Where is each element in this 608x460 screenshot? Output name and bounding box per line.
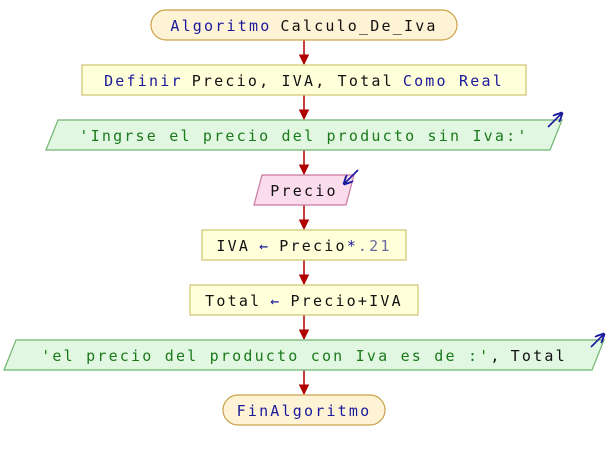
assign-iva-process[interactable]: IVA←Precio*.21 <box>201 229 407 261</box>
end-terminal[interactable]: FinAlgoritmo <box>222 394 386 426</box>
output2-label: 'el precio del producto con Iva es de :'… <box>41 347 567 365</box>
input-label: Precio <box>270 182 337 200</box>
output-parallelogram-2[interactable]: 'el precio del producto con Iva es de :'… <box>3 334 604 371</box>
end-label: FinAlgoritmo <box>237 402 372 420</box>
output-arrow-icon <box>590 334 604 348</box>
input-arrow-icon <box>344 169 359 184</box>
assign-iva-label: IVA←Precio*.21 <box>216 237 391 255</box>
output-parallelogram-1[interactable]: 'Ingrse el precio del producto sin Iva:' <box>45 113 562 151</box>
output-arrow-icon <box>547 113 562 128</box>
output1-label: 'Ingrse el precio del producto sin Iva:' <box>79 127 528 145</box>
assign-total-process[interactable]: Total←Precio+IVA <box>189 284 419 316</box>
assign-total-label: Total←Precio+IVA <box>205 292 403 310</box>
input-parallelogram[interactable]: Precio <box>253 169 359 206</box>
